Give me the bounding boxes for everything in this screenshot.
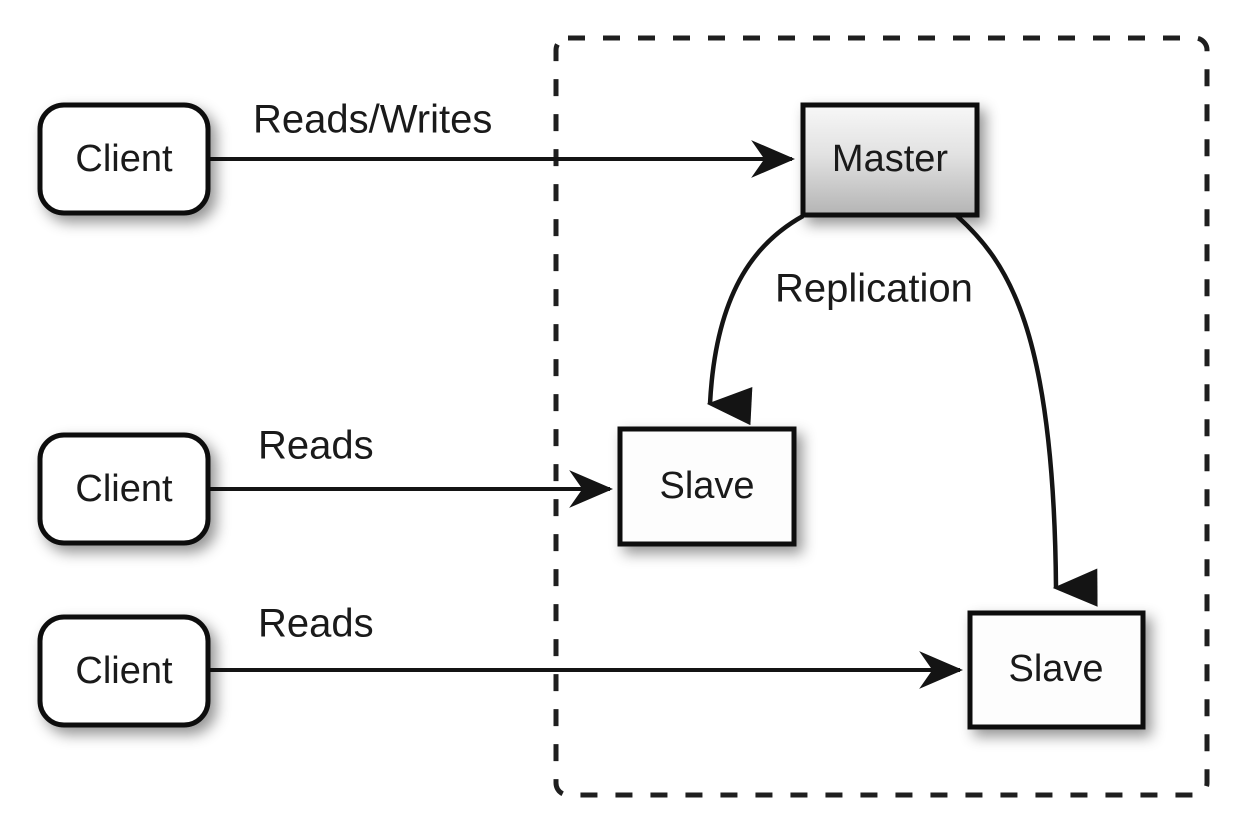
slave-1-label: Slave [659,465,754,507]
client-1-shape[interactable] [37,102,211,216]
client-2-shape[interactable] [37,432,211,546]
node-slave-1[interactable]: Slave [617,426,797,547]
node-master[interactable]: Master [800,102,980,218]
node-client-2[interactable]: Client [37,432,211,546]
slave-2-shape[interactable] [967,610,1146,730]
client-3-shape[interactable] [37,614,211,728]
master-shape[interactable] [800,102,980,218]
client-3-label: Client [75,650,173,692]
edge-label-reads-bottom: Reads [258,602,374,646]
edge-master-slave1 [706,214,805,426]
slave-2-label: Slave [1008,648,1103,690]
client-1-label: Client [75,138,173,180]
client-2-label: Client [75,468,173,510]
slave-1-shape[interactable] [617,426,797,547]
edge-label-replication: Replication [775,267,973,311]
edge-label-reads-middle: Reads [258,424,374,468]
edge-label-reads-writes: Reads/Writes [253,98,492,142]
edge-master-slave2-curve [955,214,1098,607]
master-label: Master [832,138,948,180]
node-client-3[interactable]: Client [37,614,211,728]
edge-master-slave2 [955,214,1098,607]
edge-master-slave1-curve [706,214,805,426]
node-client-1[interactable]: Client [37,102,211,216]
node-slave-2[interactable]: Slave [967,610,1146,730]
